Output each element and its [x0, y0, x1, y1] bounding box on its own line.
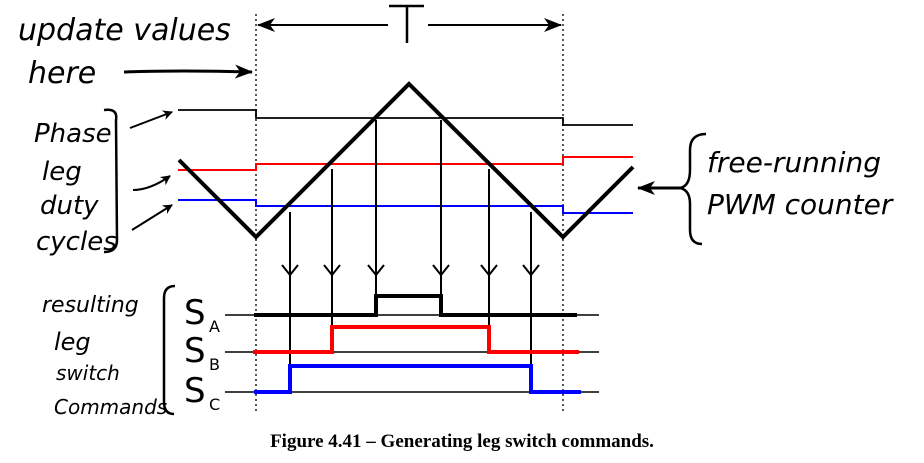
duty-arrow-b: [132, 175, 171, 191]
update-arrow: [123, 64, 253, 79]
svg-text:A: A: [209, 317, 220, 336]
switch-waveform-a: [254, 294, 577, 317]
pwm-counter-wave: [177, 81, 635, 240]
period-arrow: [257, 4, 562, 43]
svg-text:here: here: [28, 56, 96, 91]
svg-text:S: S: [184, 293, 206, 333]
svg-text:leg: leg: [54, 328, 91, 356]
svg-text:cycles: cycles: [36, 227, 117, 257]
switch-bracket: [162, 284, 176, 416]
pwm-diagram: update values here Phase leg duty cycles…: [18, 4, 894, 419]
svg-text:S: S: [184, 331, 206, 371]
signal-label-a: S A: [184, 293, 220, 336]
svg-text:S: S: [184, 371, 206, 411]
switch-waveform-b: [253, 325, 579, 354]
duty-level-c: [178, 199, 633, 214]
duty-bracket: [103, 108, 119, 254]
switch-waveform-c: [254, 364, 581, 394]
svg-text:switch: switch: [56, 361, 120, 385]
duty-level-a: [178, 109, 633, 126]
svg-text:B: B: [209, 355, 220, 374]
svg-text:resulting: resulting: [42, 293, 139, 318]
duty-cycles-label: Phase leg duty cycles: [34, 108, 173, 257]
svg-text:PWM counter: PWM counter: [707, 188, 894, 221]
duty-level-b: [178, 156, 633, 171]
switch-commands-label: resulting leg switch Commands: [42, 284, 176, 419]
update-values-label: update values here: [18, 13, 253, 91]
pwm-counter-label: free-running PWM counter: [637, 132, 894, 246]
svg-text:Phase: Phase: [34, 119, 112, 149]
signal-label-b: S B: [184, 331, 220, 374]
svg-text:Commands: Commands: [54, 395, 167, 419]
svg-text:leg: leg: [42, 157, 82, 187]
duty-arrow-a: [129, 110, 173, 129]
svg-text:free-running: free-running: [707, 146, 881, 179]
svg-text:update values: update values: [18, 13, 231, 48]
duty-arrow-c: [131, 204, 173, 231]
figure-caption: Figure 4.41 – Generating leg switch comm…: [270, 431, 654, 452]
signal-label-c: S C: [184, 371, 220, 414]
svg-text:duty: duty: [40, 191, 99, 221]
pwm-bracket: [679, 132, 707, 246]
svg-text:C: C: [209, 395, 220, 414]
compare-events: [281, 120, 540, 392]
